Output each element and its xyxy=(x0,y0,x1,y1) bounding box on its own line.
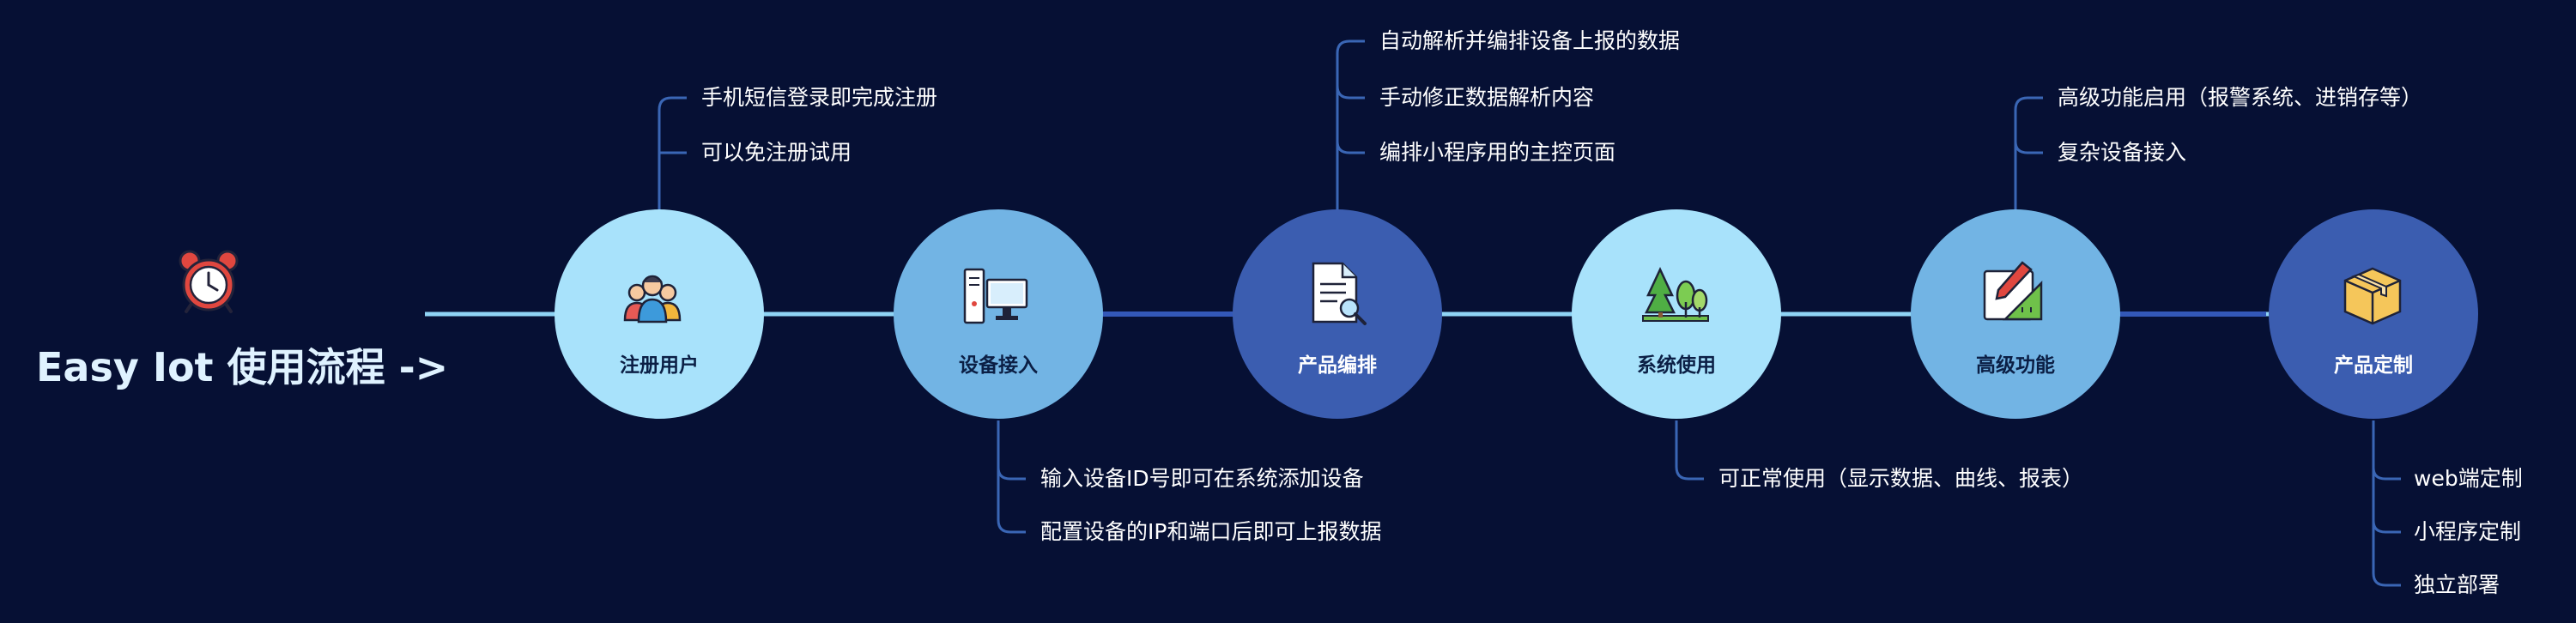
step-label-device: 设备接入 xyxy=(959,354,1038,377)
trees-icon xyxy=(1642,267,1709,322)
connector-usage xyxy=(1675,420,1704,481)
note-advanced-1: 高级功能启用（报警系统、进销存等） xyxy=(2058,85,2423,110)
note-device-1: 输入设备ID号即可在系统添加设备 xyxy=(1040,466,1364,491)
note-advanced-2: 复杂设备接入 xyxy=(2058,140,2187,165)
pen-ruler-icon xyxy=(1983,261,2043,321)
note-custom-3: 独立部署 xyxy=(2414,572,2500,597)
step-label-advanced: 高级功能 xyxy=(1976,354,2055,377)
step-label-product: 产品编排 xyxy=(1298,354,1377,377)
note-register-1: 手机短信登录即完成注册 xyxy=(701,85,938,110)
note-product-3: 编排小程序用的主控页面 xyxy=(1379,140,1616,165)
step-label-usage: 系统使用 xyxy=(1637,354,1716,377)
note-product-2: 手动修正数据解析内容 xyxy=(1379,85,1595,110)
people-icon xyxy=(623,275,682,324)
step-circle-usage[interactable] xyxy=(1572,209,1781,419)
note-register-2: 可以免注册试用 xyxy=(701,140,852,165)
note-usage-1: 可正常使用（显示数据、曲线、报表） xyxy=(1718,466,2084,491)
box-icon xyxy=(2343,267,2402,325)
connector-advanced xyxy=(2014,96,2043,210)
note-product-1: 自动解析并编排设备上报的数据 xyxy=(1379,28,1681,53)
document-search-icon xyxy=(1312,262,1367,325)
connector-device xyxy=(997,420,1026,534)
page-title: Easy Iot 使用流程 -> xyxy=(36,344,449,390)
connector-register xyxy=(658,96,687,210)
computer-icon xyxy=(963,268,1028,324)
note-custom-1: web端定制 xyxy=(2414,466,2523,491)
step-circle-device[interactable] xyxy=(894,209,1103,419)
note-custom-2: 小程序定制 xyxy=(2414,519,2522,544)
connector-custom xyxy=(2372,420,2401,587)
step-label-custom: 产品定制 xyxy=(2334,354,2413,377)
step-label-register: 注册用户 xyxy=(620,354,699,377)
connector-product xyxy=(1336,39,1365,210)
alarm-clock-icon xyxy=(179,250,239,313)
note-device-2: 配置设备的IP和端口后即可上报数据 xyxy=(1040,519,1382,544)
